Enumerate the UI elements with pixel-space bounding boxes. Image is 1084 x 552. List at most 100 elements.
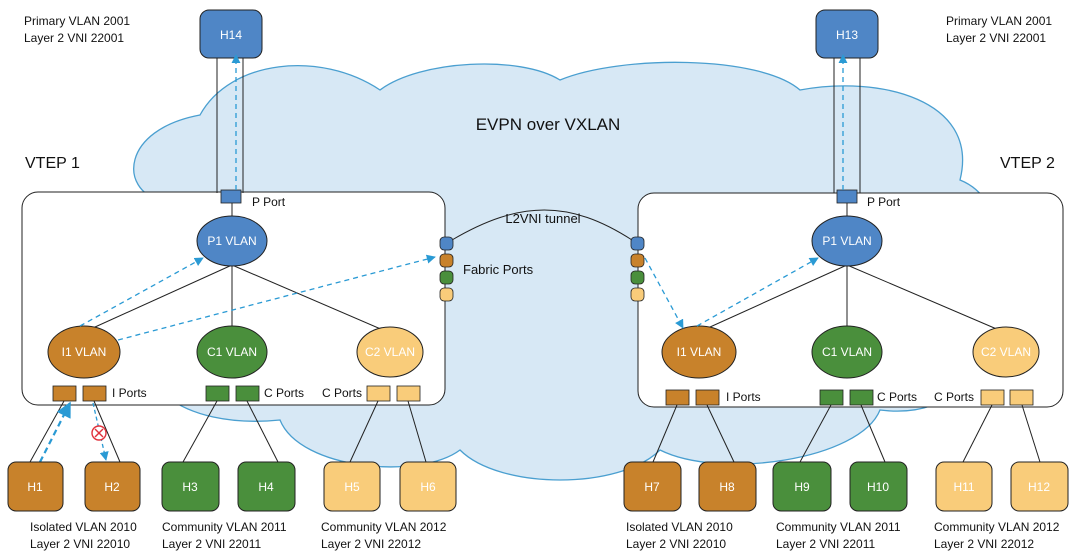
vtep2-c1-ports-label: C Ports <box>877 390 917 404</box>
link <box>246 400 279 463</box>
caption-community2-vni: Layer 2 VNI 22012 <box>934 537 1034 551</box>
vtep1-p-port[interactable] <box>220 189 242 204</box>
vtep2-c1-vlan[interactable] <box>811 325 883 379</box>
hosts-vtep1: H1 H2 H3 H4 H5 H6 <box>7 461 457 512</box>
fabric-port[interactable] <box>439 236 454 251</box>
vtep1-p1-vlan[interactable] <box>196 215 268 267</box>
fabric-port[interactable] <box>439 270 454 285</box>
c-port[interactable] <box>396 385 421 402</box>
host-label: H8 <box>719 480 735 494</box>
fabric-port[interactable] <box>630 253 645 268</box>
top-right-caption-1: Primary VLAN 2001 <box>946 14 1052 28</box>
caption-community1-vni: Layer 2 VNI 22011 <box>162 537 262 551</box>
i-port[interactable] <box>695 389 720 406</box>
vtep2-p1-vlan-label: P1 VLAN <box>822 234 871 248</box>
vtep2-p1-vlan[interactable] <box>811 215 883 267</box>
vtep2-fabric-ports <box>630 236 645 302</box>
l2vni-tunnel-line <box>451 209 633 241</box>
fabric-port[interactable] <box>630 287 645 302</box>
c-port[interactable] <box>235 385 260 402</box>
link <box>93 400 121 463</box>
caption-community2: Community VLAN 2012 <box>321 520 447 534</box>
vtep1-c1-vlan-label: C1 VLAN <box>207 345 257 359</box>
vtep2-p-port-label: P Port <box>867 195 901 209</box>
top-right-caption-2: Layer 2 VNI 22001 <box>946 31 1046 45</box>
link <box>407 400 427 463</box>
i-port[interactable] <box>52 385 77 402</box>
host-h14[interactable] <box>199 9 263 59</box>
c-port[interactable] <box>366 385 391 402</box>
vtep2-c2-vlan[interactable] <box>972 326 1040 378</box>
link <box>1021 404 1041 463</box>
host-h14-label: H14 <box>220 28 242 42</box>
link <box>962 404 993 463</box>
link <box>799 404 832 463</box>
vtep1-label: VTEP 1 <box>25 155 80 172</box>
host-h6[interactable] <box>399 461 457 512</box>
vtep1-c1-vlan[interactable] <box>196 325 268 379</box>
c-port[interactable] <box>819 389 844 406</box>
host-h7[interactable] <box>623 461 682 512</box>
host-label: H7 <box>644 480 660 494</box>
top-left-caption-2: Layer 2 VNI 22001 <box>24 31 124 45</box>
host-h9[interactable] <box>772 461 832 512</box>
host-h13-label: H13 <box>836 28 858 42</box>
caption-isolated: Isolated VLAN 2010 <box>30 520 137 534</box>
host-label: H12 <box>1028 480 1050 494</box>
host-h2[interactable] <box>84 461 141 512</box>
vtep2-i-ports-label: I Ports <box>726 390 761 404</box>
vtep1-i1-vlan[interactable] <box>47 325 121 379</box>
host-h3[interactable] <box>161 461 220 512</box>
c-port[interactable] <box>980 389 1005 406</box>
vtep1-c2-vlan[interactable] <box>356 326 424 378</box>
fabric-port[interactable] <box>630 270 645 285</box>
caption-isolated-vni: Layer 2 VNI 22010 <box>626 537 726 551</box>
vtep2-c1-vlan-label: C1 VLAN <box>822 345 872 359</box>
c-port[interactable] <box>849 389 874 406</box>
caption-community2-vni: Layer 2 VNI 22012 <box>321 537 421 551</box>
host-h12[interactable] <box>1010 461 1069 512</box>
hosts-vtep2: H7 H8 H9 H10 H11 H12 <box>623 461 1069 512</box>
vtep2-c2-vlan-label: C2 VLAN <box>981 345 1031 359</box>
fabric-port[interactable] <box>630 236 645 251</box>
host-h1[interactable] <box>7 461 64 512</box>
vtep1-p-port-label: P Port <box>252 195 286 209</box>
traffic-arrow <box>644 257 684 329</box>
vtep1-c2-vlan-label: C2 VLAN <box>365 345 415 359</box>
host-h5[interactable] <box>323 461 381 512</box>
vtep1-c1-ports-label: C Ports <box>264 386 304 400</box>
fabric-port[interactable] <box>439 253 454 268</box>
host-h8[interactable] <box>698 461 757 512</box>
host-h4[interactable] <box>237 461 296 512</box>
host-label: H2 <box>104 480 120 494</box>
c-port[interactable] <box>205 385 230 402</box>
vtep1-i-ports-label: I Ports <box>112 386 147 400</box>
fabric-port[interactable] <box>439 287 454 302</box>
caption-community2: Community VLAN 2012 <box>934 520 1060 534</box>
caption-community1: Community VLAN 2011 <box>162 520 287 534</box>
traffic-arrow <box>117 254 436 341</box>
link <box>706 404 735 463</box>
link <box>83 264 233 333</box>
vtep1-fabric-ports <box>439 236 454 302</box>
host-h11[interactable] <box>935 461 993 512</box>
link <box>652 404 678 463</box>
tunnel-label: L2VNI tunnel <box>505 211 580 226</box>
caption-community1: Community VLAN 2011 <box>776 520 901 534</box>
host-label: H11 <box>953 480 974 494</box>
vtep2-p-port[interactable] <box>836 189 858 204</box>
vtep1-i1-vlan-label: I1 VLAN <box>62 345 107 359</box>
i-port[interactable] <box>665 389 690 406</box>
link <box>29 400 65 463</box>
vtep2-c2-ports-label: C Ports <box>934 390 974 404</box>
blocked-icon <box>91 425 107 441</box>
host-h10[interactable] <box>849 461 908 512</box>
host-label: H10 <box>867 480 889 494</box>
i-port[interactable] <box>82 385 107 402</box>
c-port[interactable] <box>1009 389 1034 406</box>
vtep1-c2-ports-label: C Ports <box>322 386 362 400</box>
vtep2-i1-vlan[interactable] <box>661 325 737 379</box>
cloud-label: EVPN over VXLAN <box>476 115 621 134</box>
caption-community1-vni: Layer 2 VNI 22011 <box>776 537 876 551</box>
